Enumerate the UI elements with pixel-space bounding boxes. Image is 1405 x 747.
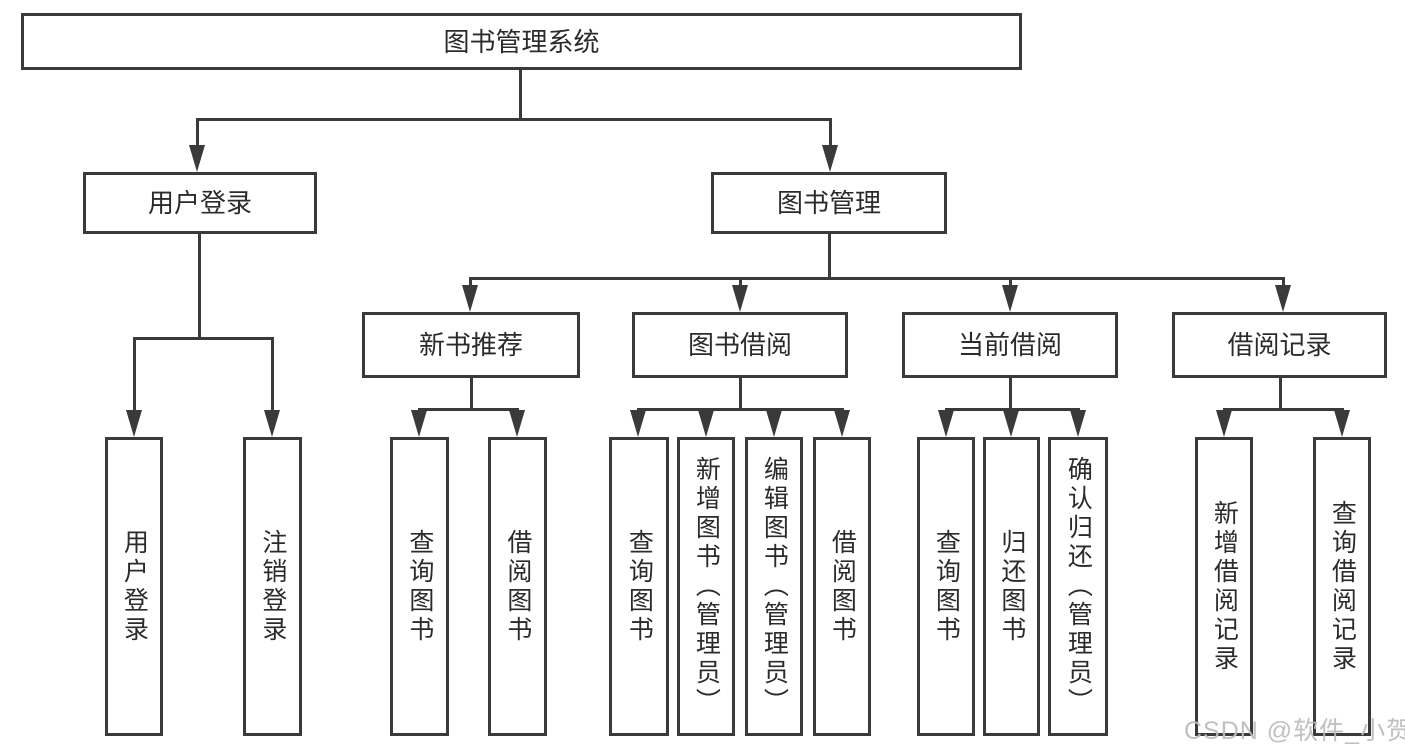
node-book-management-label: 图书管理	[776, 188, 881, 218]
leaf-user-login: 用户登录	[105, 437, 163, 736]
leaf-borrow-query: 查询图书	[609, 437, 669, 736]
csdn-watermark: CSDN @软件_小贺同学	[1184, 717, 1405, 745]
leaf-borrow-borrow-label: 借阅图书	[828, 528, 857, 645]
node-borrow-records-label: 借阅记录	[1227, 330, 1332, 360]
connector-arrowhead	[126, 410, 142, 437]
connector-arrowhead	[766, 410, 782, 437]
connector-line-vertical	[1278, 378, 1282, 409]
node-new-book-recommend-label: 新书推荐	[418, 330, 523, 360]
connector-arrowhead	[834, 410, 850, 437]
connector-arrow-stem	[270, 338, 274, 412]
connector-arrow-stem	[828, 119, 832, 147]
connector-arrowhead	[1003, 410, 1019, 437]
leaf-current-confirm-admin-label: 确认归还（管理员）	[1064, 456, 1093, 717]
node-book-management: 图书管理	[711, 172, 947, 234]
connector-arrowhead	[189, 145, 205, 172]
connector-line-horizontal	[132, 336, 274, 340]
leaf-records-query-label: 查询借阅记录	[1328, 499, 1357, 674]
leaf-newbook-borrow: 借阅图书	[488, 437, 547, 736]
connector-arrowhead	[462, 285, 478, 312]
leaf-borrow-query-label: 查询图书	[625, 528, 654, 645]
leaf-current-confirm-admin: 确认归还（管理员）	[1048, 437, 1108, 736]
connector-arrowhead	[1334, 410, 1350, 437]
leaf-newbook-borrow-label: 借阅图书	[503, 528, 532, 645]
leaf-current-return-label: 归还图书	[997, 528, 1026, 645]
leaf-borrow-add-admin-label: 新增图书（管理员）	[692, 456, 721, 717]
leaf-borrow-edit-admin: 编辑图书（管理员）	[745, 437, 803, 736]
connector-arrowhead	[411, 410, 427, 437]
connector-arrowhead	[630, 410, 646, 437]
connector-arrow-stem	[738, 278, 742, 287]
connector-arrowhead	[732, 285, 748, 312]
leaf-borrow-edit-admin-label: 编辑图书（管理员）	[760, 456, 789, 717]
node-user-login: 用户登录	[83, 172, 317, 234]
leaf-newbook-query-label: 查询图书	[405, 528, 434, 645]
connector-arrowhead	[1275, 285, 1291, 312]
node-user-login-label: 用户登录	[147, 188, 252, 218]
node-current-borrow-label: 当前借阅	[957, 330, 1062, 360]
leaf-records-add-label: 新增借阅记录	[1210, 499, 1239, 674]
leaf-newbook-query: 查询图书	[390, 437, 449, 736]
connector-arrowhead	[1070, 410, 1086, 437]
connector-arrowhead	[822, 145, 838, 172]
connector-line-vertical	[197, 234, 201, 338]
node-book-borrow: 图书借阅	[632, 312, 848, 378]
node-current-borrow: 当前借阅	[902, 312, 1118, 378]
leaf-current-return: 归还图书	[983, 437, 1040, 736]
connector-line-horizontal	[417, 407, 519, 411]
connector-line-vertical	[738, 378, 742, 409]
connector-arrow-stem	[132, 338, 136, 412]
leaf-user-logout: 注销登录	[243, 437, 302, 736]
connector-arrowhead	[1002, 285, 1018, 312]
connector-line-horizontal	[468, 276, 1285, 280]
leaf-borrow-borrow: 借阅图书	[813, 437, 871, 736]
connector-arrowhead	[264, 410, 280, 437]
leaf-records-add: 新增借阅记录	[1195, 437, 1253, 736]
connector-arrow-stem	[468, 278, 472, 287]
connector-line-vertical	[1008, 378, 1012, 409]
node-root: 图书管理系统	[21, 13, 1022, 70]
connector-arrow-stem	[1008, 278, 1012, 287]
node-borrow-records: 借阅记录	[1172, 312, 1387, 378]
connector-arrowhead	[509, 410, 525, 437]
leaf-current-query: 查询图书	[917, 437, 975, 736]
connector-arrowhead	[1216, 410, 1232, 437]
node-root-label: 图书管理系统	[443, 26, 600, 57]
connector-line-horizontal	[636, 407, 844, 411]
leaf-current-query-label: 查询图书	[932, 528, 961, 645]
connector-arrowhead	[698, 410, 714, 437]
leaf-records-query: 查询借阅记录	[1313, 437, 1371, 736]
connector-line-horizontal	[1222, 407, 1344, 411]
connector-arrow-stem	[1281, 278, 1285, 287]
leaf-user-logout-label: 注销登录	[258, 528, 287, 645]
connector-line-vertical	[469, 378, 473, 409]
connector-line-horizontal	[195, 117, 832, 121]
connector-line-vertical	[518, 70, 522, 119]
leaf-user-login-label: 用户登录	[120, 528, 149, 645]
leaf-borrow-add-admin: 新增图书（管理员）	[677, 437, 735, 736]
connector-arrow-stem	[195, 119, 199, 147]
node-new-book-recommend: 新书推荐	[362, 312, 580, 378]
connector-arrowhead	[938, 410, 954, 437]
node-book-borrow-label: 图书借阅	[687, 330, 792, 360]
connector-line-vertical	[827, 234, 831, 278]
